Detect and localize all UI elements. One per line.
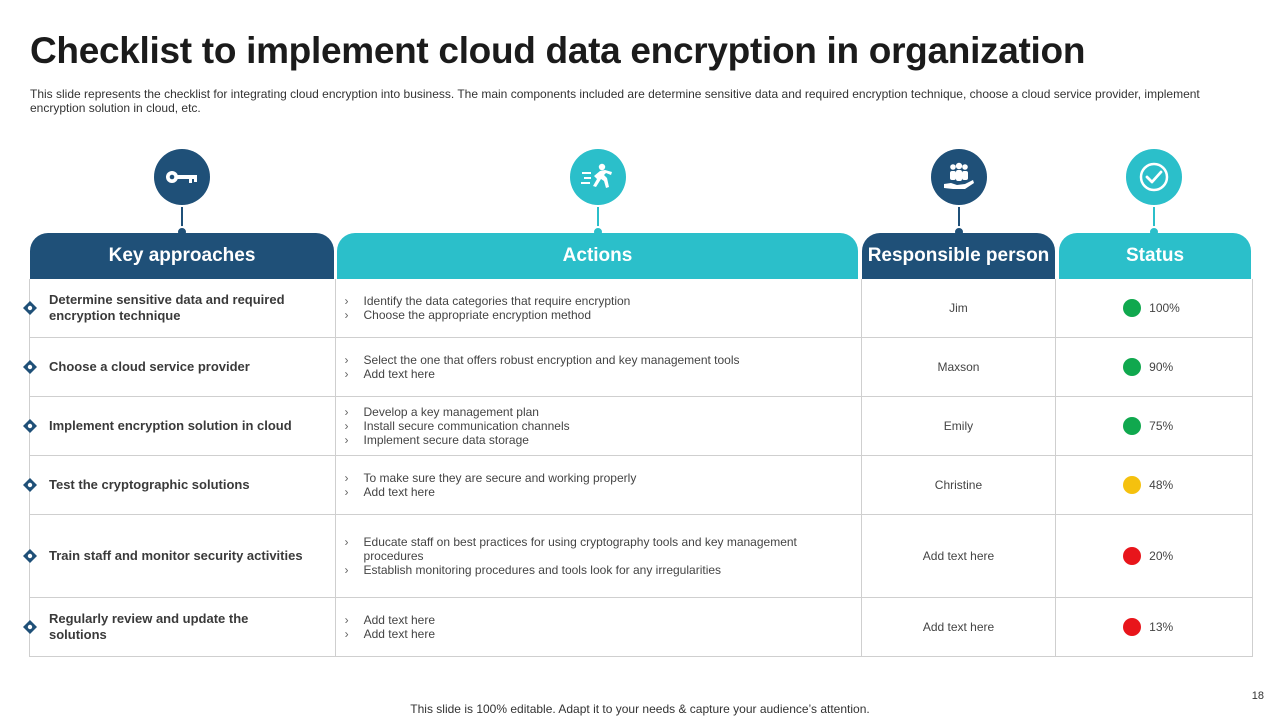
table-row: Test the cryptographic solutions To make… (23, 456, 1252, 515)
status-percent: 48% (1149, 478, 1174, 492)
person-cell: Add text here (862, 598, 1057, 656)
table-row: Train staff and monitor security activit… (23, 515, 1252, 598)
connector-line (958, 207, 960, 227)
status-cell: 90% (1056, 338, 1252, 396)
connector-line (597, 207, 599, 227)
header-key-approaches: Key approaches (30, 233, 334, 279)
actions-cell: To make sure they are secure and working… (336, 456, 862, 514)
status-indicator-dot (1123, 299, 1142, 317)
slide-subtitle: This slide represents the checklist for … (30, 87, 1200, 115)
checkmark-icon (1126, 149, 1182, 205)
action-item: Develop a key management plan (342, 405, 570, 419)
header-responsible-person: Responsible person (862, 233, 1055, 279)
person-cell: Add text here (862, 515, 1057, 597)
status-indicator-dot (1123, 417, 1142, 435)
person-cell: Christine (862, 456, 1057, 514)
header-actions: Actions (337, 233, 858, 279)
table-row: Regularly review and update the solution… (23, 598, 1252, 657)
action-item: Select the one that offers robust encryp… (342, 353, 740, 367)
action-item: Add text here (342, 367, 740, 381)
status-indicator-dot (1123, 618, 1142, 636)
slide-title: Checklist to implement cloud data encryp… (30, 30, 1086, 71)
approach-cell: Choose a cloud service provider (30, 338, 336, 396)
approach-cell: Train staff and monitor security activit… (30, 515, 336, 597)
runner-icon (570, 149, 626, 205)
footer-note: This slide is 100% editable. Adapt it to… (410, 702, 870, 716)
status-cell: 48% (1056, 456, 1252, 514)
actions-badge (567, 146, 629, 208)
table-row: Implement encryption solution in cloud D… (23, 397, 1252, 456)
actions-cell: Develop a key management plan Install se… (336, 397, 862, 455)
status-cell: 13% (1056, 598, 1252, 656)
status-indicator-dot (1123, 476, 1142, 494)
approach-cell: Regularly review and update the solution… (30, 598, 336, 656)
actions-cell: Add text here Add text here (336, 598, 862, 656)
row-marker-icon (23, 478, 37, 492)
checklist-table: Determine sensitive data and required en… (23, 279, 1253, 657)
action-item: Add text here (342, 613, 435, 627)
action-item: Implement secure data storage (342, 433, 570, 447)
person-cell: Maxson (862, 338, 1057, 396)
actions-cell: Select the one that offers robust encryp… (336, 338, 862, 396)
status-percent: 13% (1149, 620, 1174, 634)
approach-cell: Determine sensitive data and required en… (30, 279, 336, 337)
key-approaches-badge (151, 146, 213, 208)
status-indicator-dot (1123, 358, 1142, 376)
row-marker-icon (23, 549, 37, 563)
action-item: Install secure communication channels (342, 419, 570, 433)
status-percent: 20% (1149, 549, 1174, 563)
responsible-person-badge (928, 146, 990, 208)
person-cell: Emily (862, 397, 1057, 455)
action-item: Choose the appropriate encryption method (342, 308, 631, 322)
team-hand-icon (931, 149, 987, 205)
approach-cell: Test the cryptographic solutions (30, 456, 336, 514)
status-cell: 75% (1056, 397, 1252, 455)
status-cell: 20% (1056, 515, 1252, 597)
page-number: 18 (1251, 690, 1264, 702)
actions-cell: Educate staff on best practices for usin… (336, 515, 862, 597)
action-item: Establish monitoring procedures and tool… (342, 563, 812, 577)
status-cell: 100% (1056, 279, 1252, 337)
action-item: Educate staff on best practices for usin… (342, 535, 812, 563)
action-item: Identify the data categories that requir… (342, 294, 631, 308)
person-cell: Jim (862, 279, 1057, 337)
status-percent: 100% (1149, 301, 1180, 315)
row-marker-icon (23, 419, 37, 433)
header-status: Status (1059, 233, 1251, 279)
status-indicator-dot (1123, 547, 1142, 565)
table-row: Choose a cloud service provider Select t… (23, 338, 1252, 397)
row-marker-icon (23, 360, 37, 374)
status-percent: 75% (1149, 419, 1174, 433)
key-icon (154, 149, 210, 205)
row-marker-icon (23, 620, 37, 634)
actions-cell: Identify the data categories that requir… (336, 279, 862, 337)
status-badge (1123, 146, 1185, 208)
row-marker-icon (23, 301, 37, 315)
status-percent: 90% (1149, 360, 1174, 374)
approach-cell: Implement encryption solution in cloud (30, 397, 336, 455)
action-item: Add text here (342, 485, 637, 499)
action-item: To make sure they are secure and working… (342, 471, 637, 485)
table-row: Determine sensitive data and required en… (23, 279, 1252, 338)
action-item: Add text here (342, 627, 435, 641)
connector-line (1153, 207, 1155, 227)
connector-line (181, 207, 183, 227)
